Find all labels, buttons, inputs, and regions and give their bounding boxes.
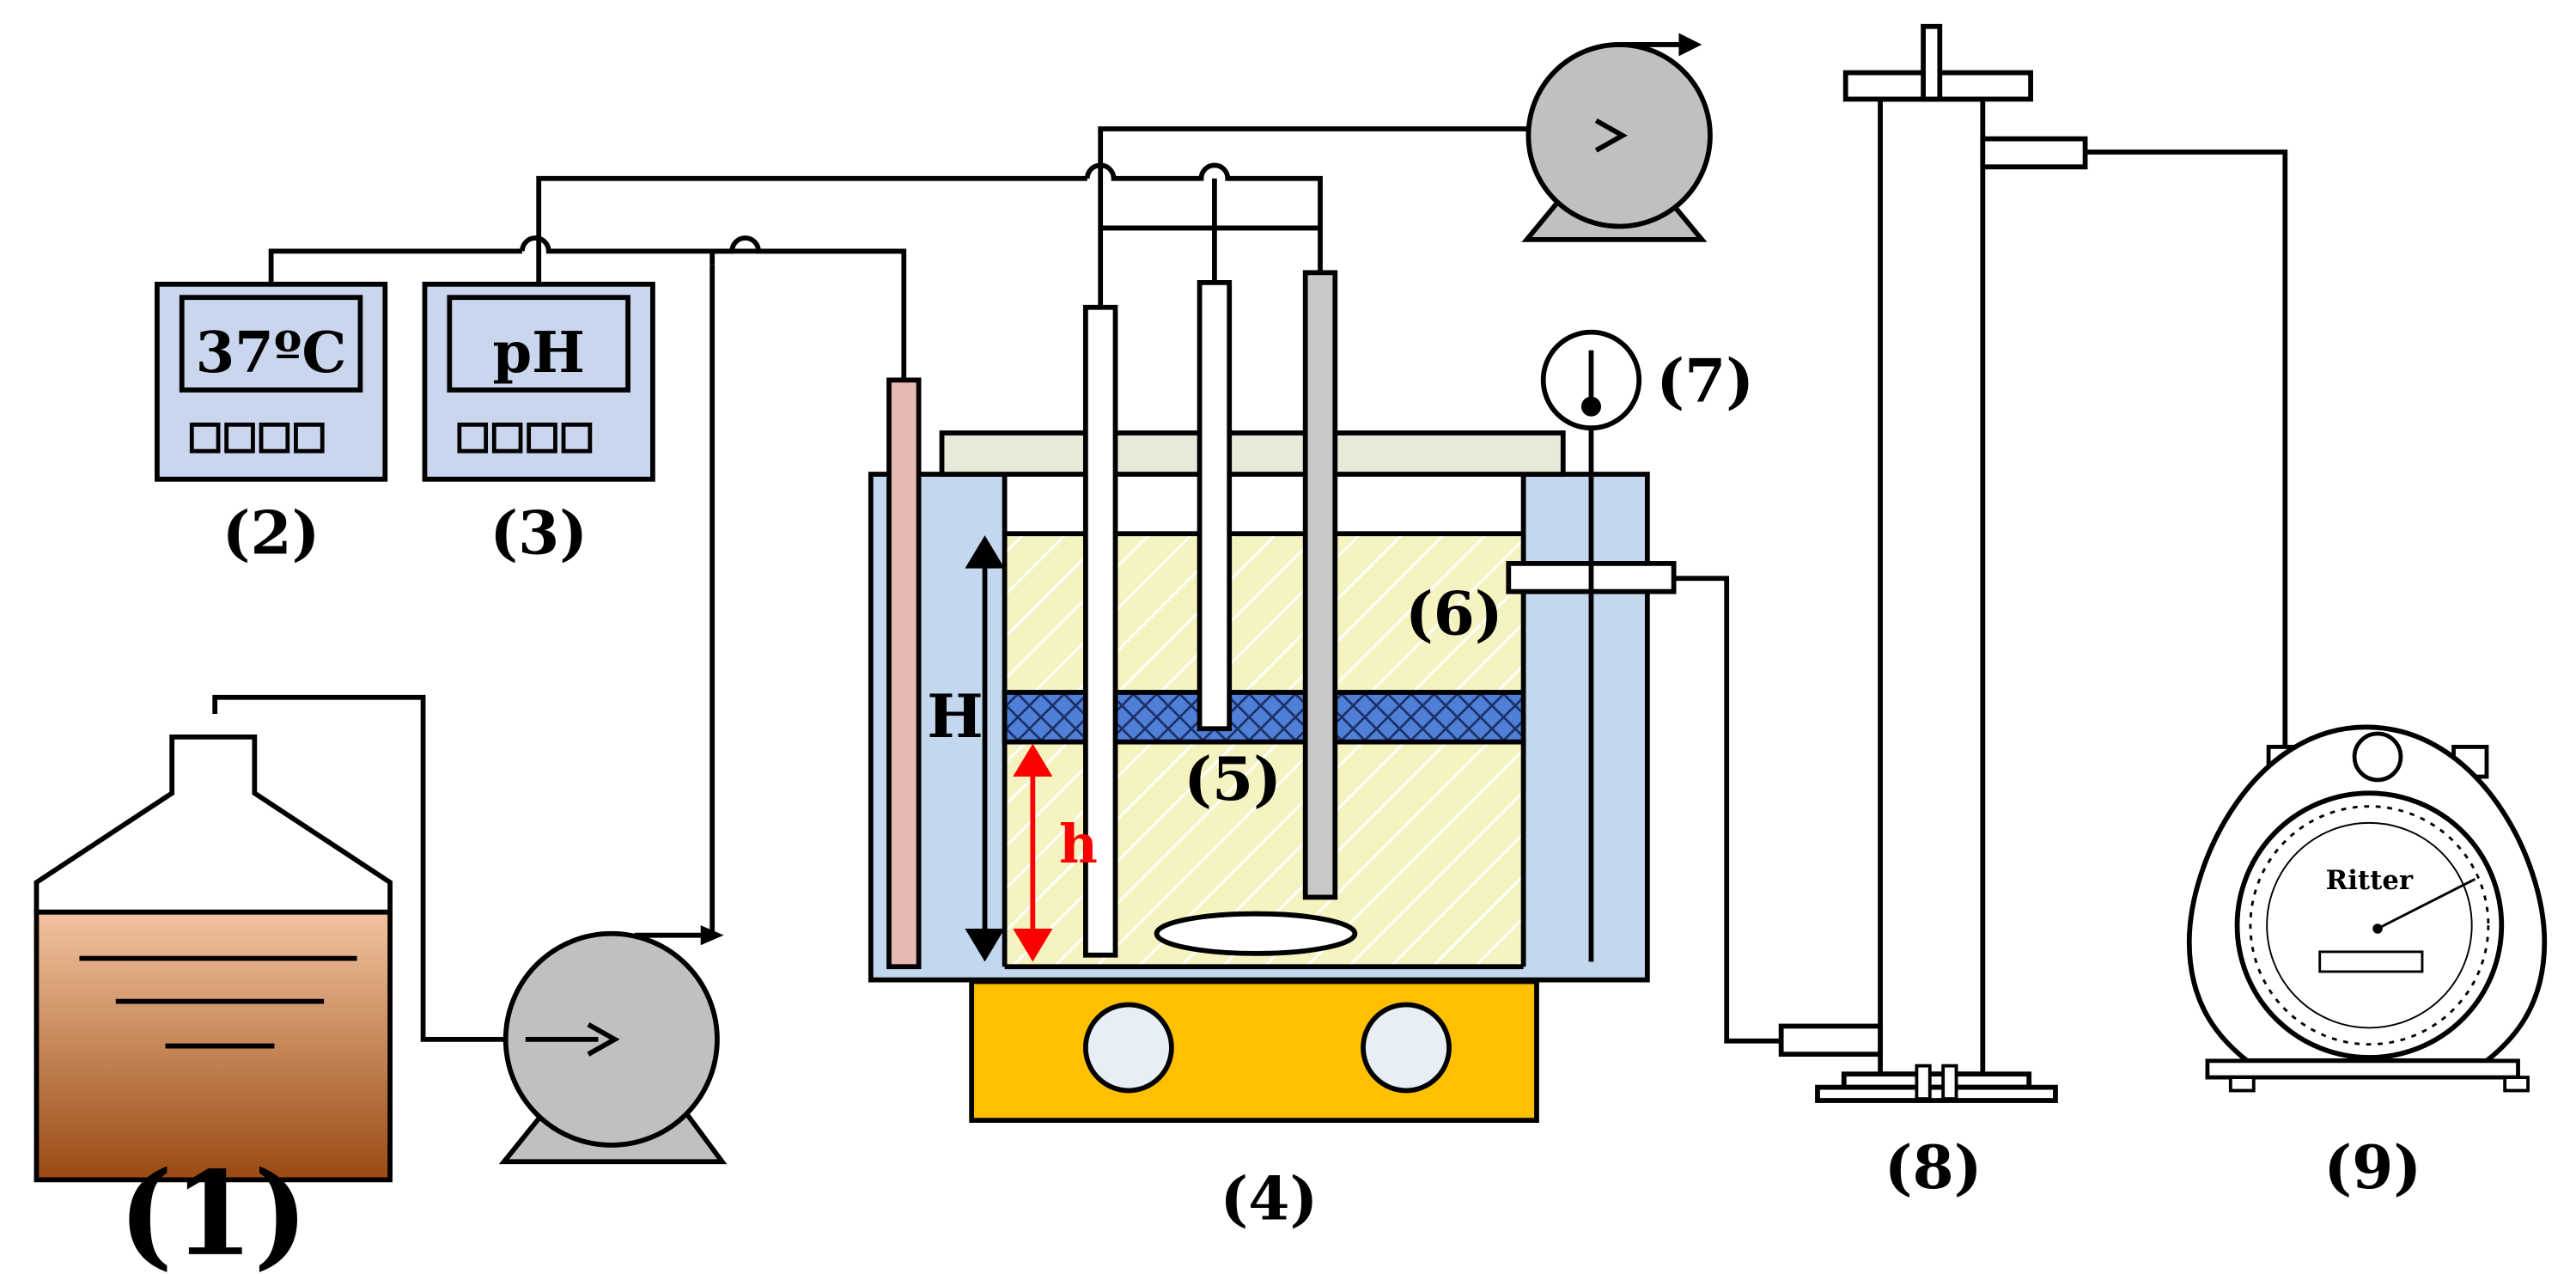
feed-header (709, 248, 907, 384)
reactor (868, 270, 1677, 1124)
label-reactor: (4) (1221, 1165, 1318, 1234)
dimension-H: H (927, 682, 983, 752)
gas-meter-icon (2186, 724, 2548, 1093)
feed-tank (33, 734, 393, 1183)
effluent-line (1672, 576, 1785, 1044)
label-bed-layer: (5) (1184, 745, 1282, 814)
label-gas-meter: (9) (2323, 1133, 2421, 1203)
ph-display: pH (492, 320, 584, 386)
label-gauge: (7) (1656, 346, 1754, 416)
label-feed-tank: (1) (119, 1146, 308, 1274)
height-H-arrow (965, 535, 1005, 962)
ph-controller (422, 281, 655, 482)
label-packing-zone: (6) (1405, 580, 1503, 649)
gas-pump-icon (1521, 33, 1713, 242)
gas-meter-line (2085, 149, 2288, 753)
temperature-controller (154, 281, 388, 482)
feed-line (212, 694, 612, 1042)
column (1778, 23, 2088, 1103)
label-ph-controller: (3) (490, 498, 588, 568)
feed-pump-icon (498, 925, 728, 1165)
dimension-h: h (1059, 813, 1098, 875)
temperature-display: 37ºC (196, 320, 347, 386)
ph-signal-line (536, 175, 1087, 284)
height-h-arrow (1013, 743, 1053, 962)
stirrer-icon (1154, 911, 1358, 956)
label-column: (8) (1885, 1133, 1982, 1203)
thermometer-gauge-icon (1540, 329, 1642, 431)
temp-signal-line (268, 248, 522, 284)
gas-line (1098, 126, 1620, 308)
label-temp-controller: (2) (222, 498, 320, 568)
piping (212, 126, 2288, 1044)
meter-brand: Ritter (2326, 865, 2414, 896)
